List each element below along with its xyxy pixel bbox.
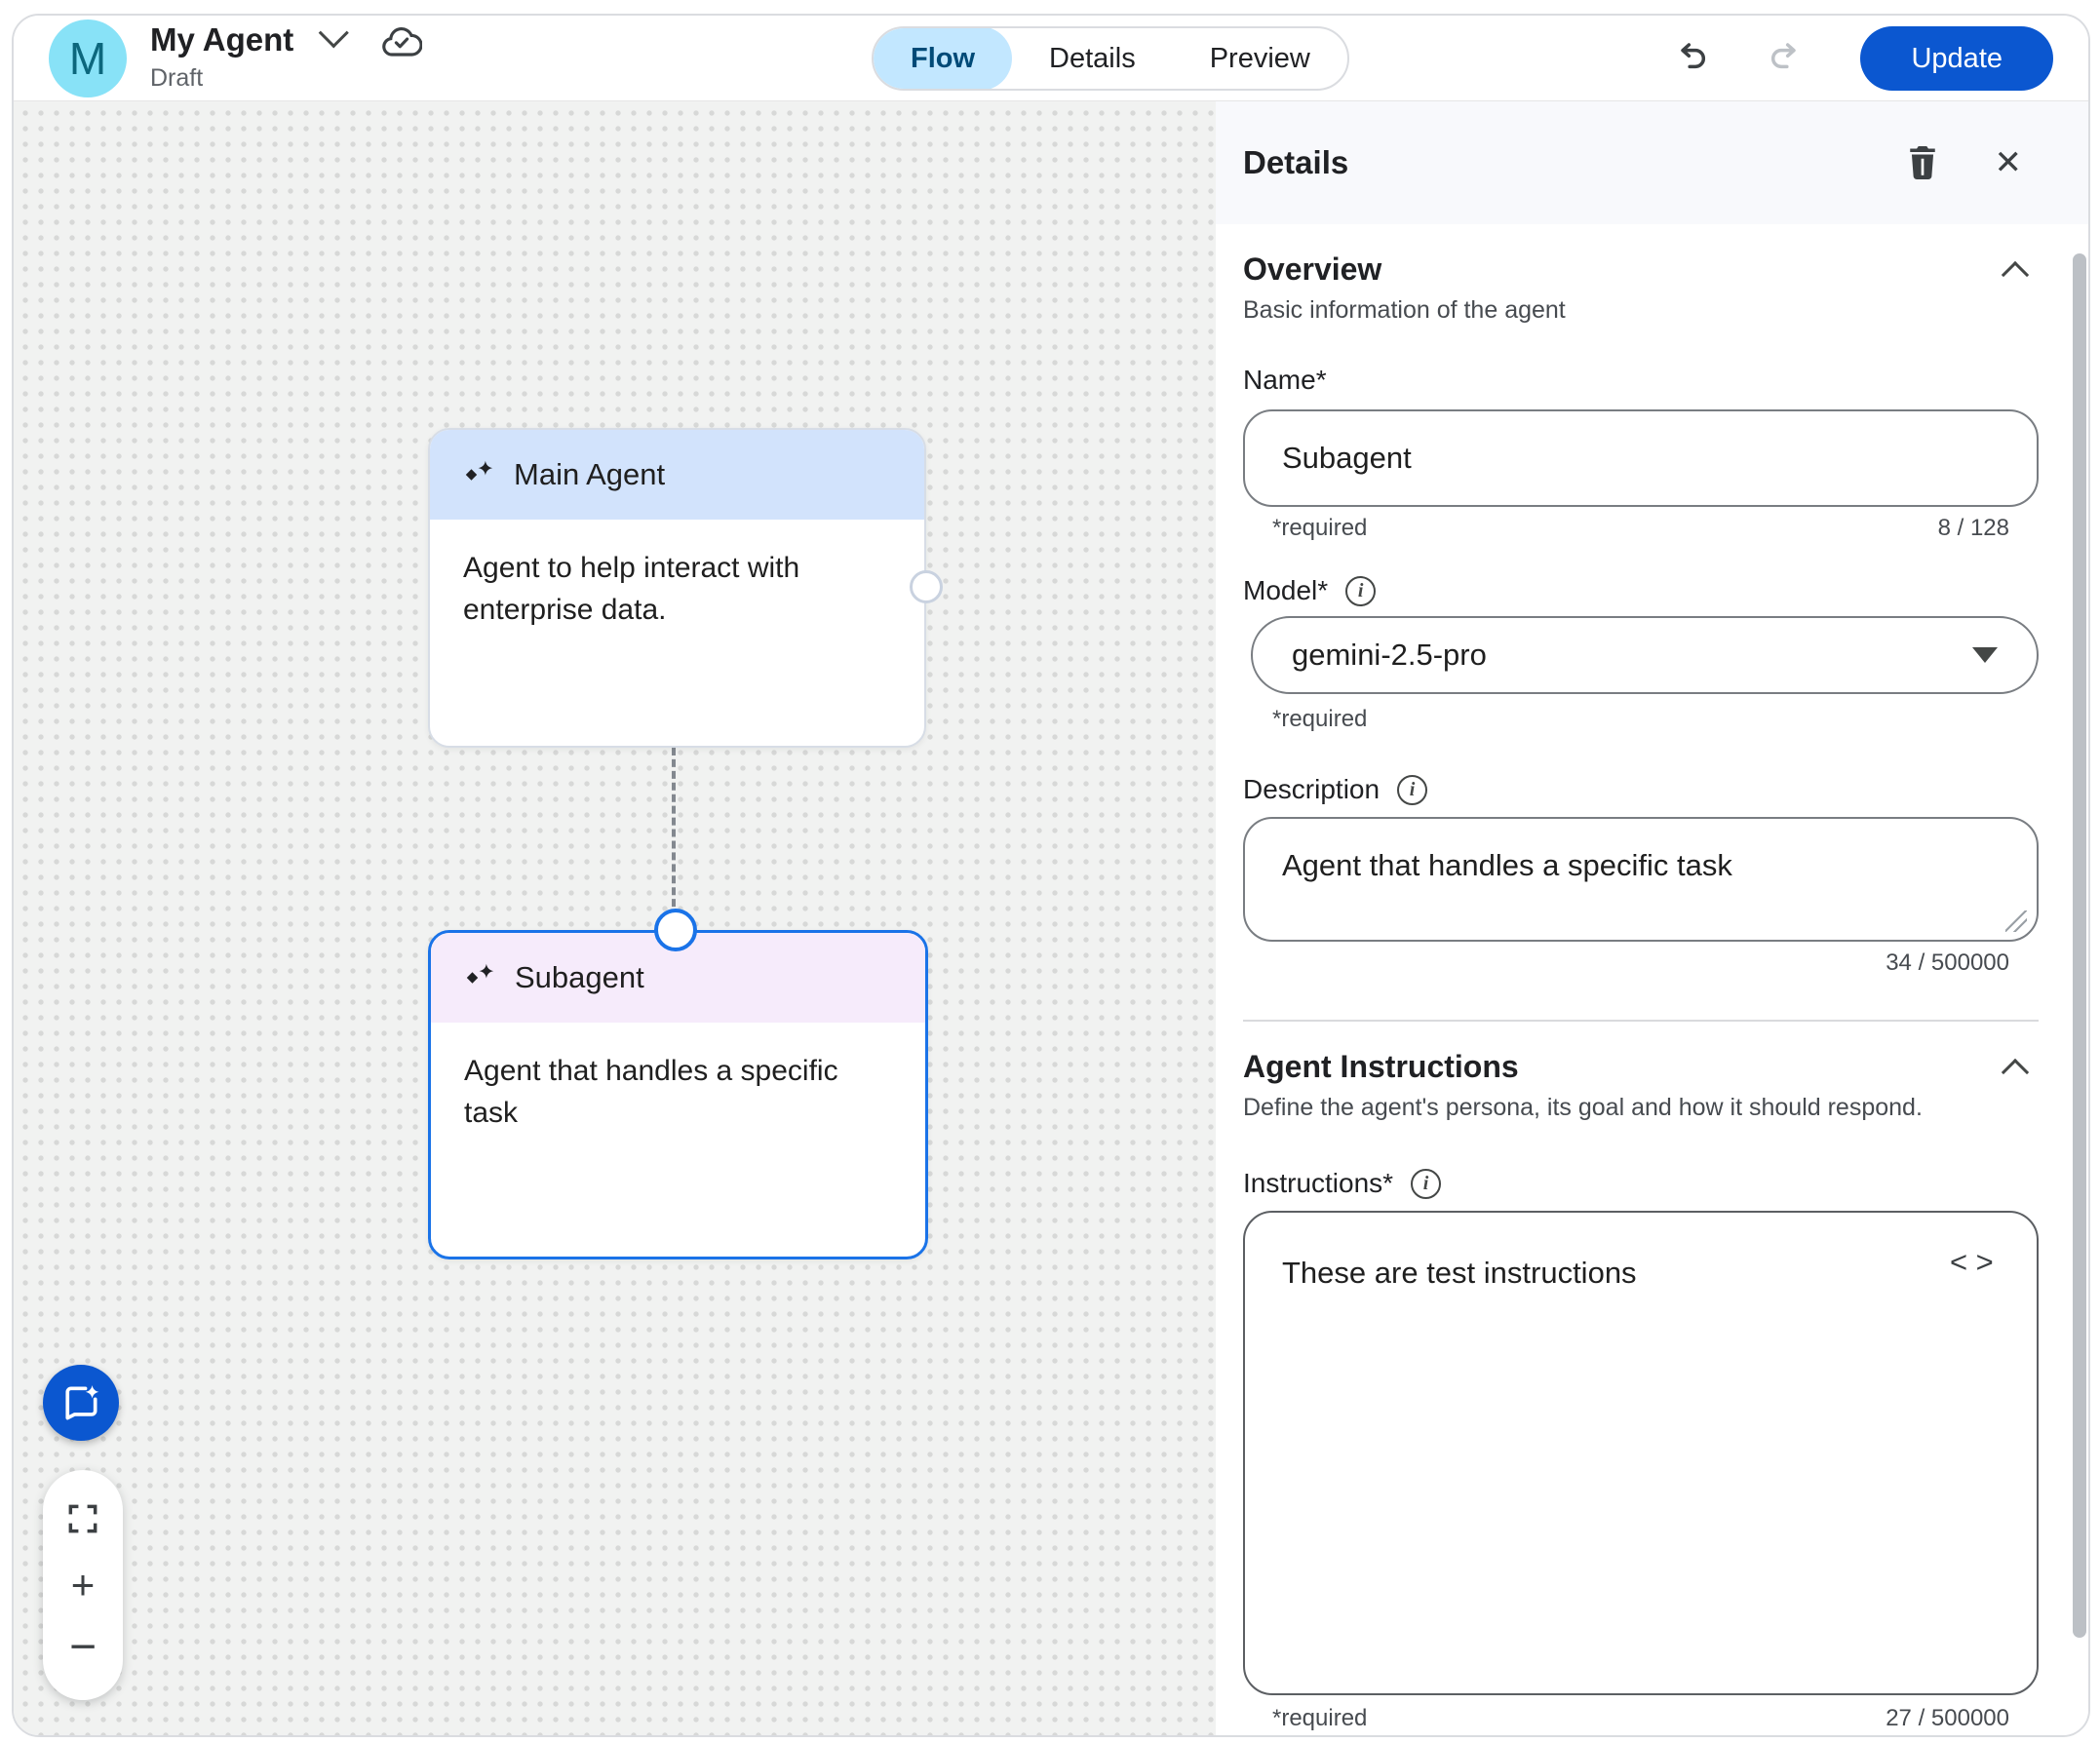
chevron-down-icon[interactable] bbox=[319, 18, 349, 48]
zoom-out-icon[interactable]: − bbox=[61, 1630, 104, 1673]
description-char-counter: 34 / 500000 bbox=[1886, 949, 2009, 977]
instructions-info-icon[interactable]: i bbox=[1411, 1169, 1441, 1199]
agent-instructions-subheading: Define the agent's persona, its goal and… bbox=[1243, 1092, 1923, 1123]
overview-heading: Overview bbox=[1243, 250, 1566, 289]
description-label: Description bbox=[1243, 774, 1380, 805]
section-divider bbox=[1243, 1020, 2039, 1022]
node-description: Agent that handles a specific task bbox=[431, 1023, 925, 1161]
model-select[interactable]: gemini-2.5-pro bbox=[1251, 616, 2039, 694]
node-description: Agent to help interact with enterprise d… bbox=[430, 520, 898, 658]
redo-icon[interactable] bbox=[1765, 37, 1808, 80]
sparkle-icon bbox=[462, 960, 497, 995]
tab-details[interactable]: Details bbox=[1012, 26, 1173, 91]
undo-icon[interactable] bbox=[1669, 37, 1712, 80]
name-required-hint: *required bbox=[1272, 515, 1367, 542]
agent-instructions-heading: Agent Instructions bbox=[1243, 1047, 1923, 1086]
details-panel: Details ✕ Overview bbox=[1216, 101, 2090, 1736]
node-subagent-top-handle[interactable] bbox=[654, 909, 697, 951]
update-button[interactable]: Update bbox=[1860, 26, 2053, 91]
code-view-icon[interactable]: <> bbox=[1950, 1248, 2002, 1282]
resize-grip-icon[interactable] bbox=[2005, 910, 2027, 932]
avatar: M bbox=[49, 19, 127, 97]
delete-node-icon[interactable] bbox=[1901, 141, 1944, 184]
view-switcher: Flow Details Preview bbox=[872, 26, 1349, 91]
node-title: Main Agent bbox=[514, 457, 665, 492]
description-textarea[interactable]: Agent that handles a specific task bbox=[1245, 819, 2037, 940]
description-info-icon[interactable]: i bbox=[1397, 775, 1427, 805]
panel-title: Details bbox=[1243, 144, 1348, 181]
ai-chat-fab[interactable] bbox=[43, 1365, 119, 1441]
node-title: Subagent bbox=[515, 960, 644, 995]
collapse-overview-icon[interactable] bbox=[2002, 261, 2029, 289]
model-selected-value: gemini-2.5-pro bbox=[1292, 638, 1487, 673]
zoom-in-icon[interactable]: + bbox=[61, 1564, 104, 1607]
app-window: M My Agent Draft Flow Details Preview bbox=[12, 14, 2090, 1737]
instructions-required-hint: *required bbox=[1272, 1705, 1367, 1732]
close-icon[interactable]: ✕ bbox=[1995, 143, 2023, 182]
overview-subheading: Basic information of the agent bbox=[1243, 294, 1566, 326]
collapse-instructions-icon[interactable] bbox=[2002, 1059, 2029, 1086]
panel-scrollbar[interactable] bbox=[2073, 207, 2086, 1727]
page-title: My Agent bbox=[150, 21, 293, 58]
node-main-agent[interactable]: Main Agent Agent to help interact with e… bbox=[428, 428, 926, 748]
agent-title-block: My Agent Draft bbox=[150, 21, 422, 93]
details-panel-body: Overview Basic information of the agent … bbox=[1216, 224, 2090, 1732]
name-input[interactable] bbox=[1243, 409, 2039, 507]
status-badge: Draft bbox=[150, 64, 422, 93]
tab-flow[interactable]: Flow bbox=[874, 26, 1012, 91]
name-char-counter: 8 / 128 bbox=[1938, 515, 2009, 542]
tab-preview[interactable]: Preview bbox=[1173, 26, 1347, 91]
scrollbar-thumb[interactable] bbox=[2073, 253, 2086, 1638]
select-caret-icon bbox=[1972, 647, 1998, 663]
instructions-textarea[interactable]: These are test instructions bbox=[1245, 1213, 2037, 1693]
edge-main-to-subagent bbox=[672, 748, 676, 930]
cloud-saved-icon bbox=[381, 24, 422, 58]
model-info-icon[interactable]: i bbox=[1345, 576, 1376, 606]
node-main-agent-right-handle[interactable] bbox=[910, 570, 943, 603]
instructions-char-counter: 27 / 500000 bbox=[1886, 1705, 2009, 1732]
name-label: Name* bbox=[1243, 365, 2039, 396]
model-label: Model* bbox=[1243, 575, 1328, 606]
node-subagent[interactable]: Subagent Agent that handles a specific t… bbox=[428, 930, 928, 1259]
fit-view-icon[interactable] bbox=[61, 1497, 104, 1540]
model-required-hint: *required bbox=[1272, 706, 1367, 733]
details-panel-header: Details ✕ bbox=[1216, 101, 2090, 224]
sparkle-icon bbox=[461, 457, 496, 492]
flow-canvas[interactable]: Main Agent Agent to help interact with e… bbox=[14, 101, 1216, 1736]
canvas-zoom-toolbar: + − bbox=[43, 1470, 123, 1700]
top-bar: M My Agent Draft Flow Details Preview bbox=[14, 16, 2088, 101]
instructions-label: Instructions* bbox=[1243, 1168, 1393, 1199]
